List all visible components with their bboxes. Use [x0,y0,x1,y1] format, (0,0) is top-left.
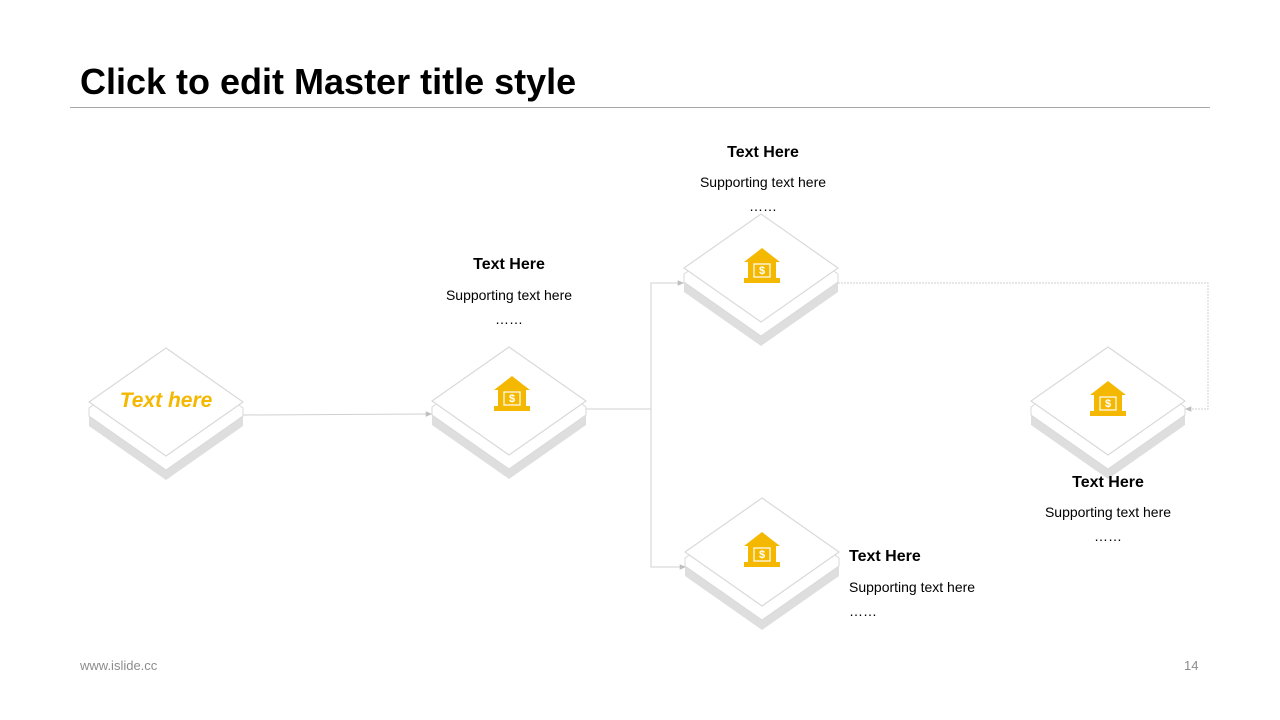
node-4-subtext[interactable]: Supporting text here [849,579,975,595]
footer-url: www.islide.cc [80,658,158,673]
node-5-tile[interactable] [1030,346,1186,480]
node-3-subtext[interactable]: Supporting text here [700,174,826,190]
slide-title[interactable]: Click to edit Master title style [80,61,577,102]
connector-to-node-3 [650,280,684,409]
node-5[interactable]: Text Here Supporting text here …… [1030,346,1186,544]
node-4-ellipsis: …… [849,603,877,619]
node-4-heading[interactable]: Text Here [849,548,921,565]
node-4-tile[interactable] [684,497,840,631]
connectors [242,280,1209,570]
node-3-ellipsis: …… [749,198,777,214]
connector-start-to-node-2 [242,411,433,417]
page-number: 14 [1184,658,1199,673]
node-3[interactable]: Text Here Supporting text here …… [683,144,839,347]
node-5-subtext[interactable]: Supporting text here [1045,504,1171,520]
node-2-tile[interactable] [431,346,587,480]
node-3-tile[interactable] [683,213,839,347]
node-5-heading[interactable]: Text Here [1072,474,1144,491]
start-node-label: Text here [120,389,213,412]
node-2-subtext[interactable]: Supporting text here [446,287,572,303]
node-3-heading[interactable]: Text Here [727,144,799,161]
title-divider [70,107,1210,108]
node-2-heading[interactable]: Text Here [473,256,545,273]
node-2[interactable]: Text Here Supporting text here …… [431,256,587,480]
node-5-ellipsis: …… [1094,528,1122,544]
connector-node-3-to-node-5 [838,282,1209,412]
node-2-ellipsis: …… [495,311,523,327]
node-4[interactable]: Text Here Supporting text here …… [684,497,975,631]
connector-to-node-4 [650,409,686,570]
start-node[interactable]: Text here [88,347,244,481]
